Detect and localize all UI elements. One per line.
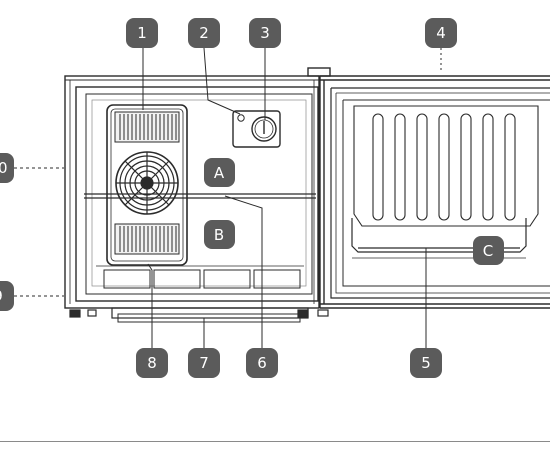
- cooling-unit-outer: [106, 104, 188, 266]
- cooling-unit: [106, 104, 188, 266]
- crisper-4: [253, 269, 301, 289]
- door-slots: [372, 113, 516, 221]
- door-liner: [342, 99, 550, 287]
- callout-3-label: 3: [260, 24, 270, 42]
- callout-1-label: 1: [137, 24, 147, 42]
- callout-4-label: 4: [436, 24, 446, 42]
- foot-left: [69, 309, 81, 318]
- crisper-2: [153, 269, 201, 289]
- base-plinth: [111, 307, 309, 319]
- callout-b: B: [204, 220, 235, 249]
- callout-10: 10: [0, 153, 14, 183]
- callout-c-label: C: [483, 242, 493, 260]
- callout-7-label: 7: [199, 354, 209, 372]
- callout-9: 9: [0, 281, 14, 311]
- callout-8: 8: [136, 348, 168, 378]
- cooling-unit-inner: [110, 108, 184, 262]
- callout-2: 2: [188, 18, 220, 48]
- callout-5: 5: [410, 348, 442, 378]
- leader-6: [224, 195, 263, 348]
- control-panel: [232, 110, 281, 148]
- door-gasket: [330, 87, 550, 299]
- callout-2-label: 2: [199, 24, 209, 42]
- leader-8: [147, 263, 153, 348]
- callout-c: C: [473, 236, 504, 265]
- cabinet-frame: [75, 86, 319, 302]
- callout-1: 1: [126, 18, 158, 48]
- callout-8-label: 8: [147, 354, 157, 372]
- callout-5-label: 5: [421, 354, 431, 372]
- callout-3: 3: [249, 18, 281, 48]
- foot-left-2: [87, 309, 97, 317]
- interior-light-icon: [237, 114, 245, 122]
- foot-right: [297, 309, 309, 318]
- callout-9-label: 9: [0, 287, 3, 305]
- thermostat-dial-icon: [251, 116, 277, 142]
- callout-7: 7: [188, 348, 220, 378]
- foot-right-2: [317, 309, 329, 317]
- callout-b-label: B: [214, 226, 224, 244]
- cabinet-outer: [64, 75, 320, 309]
- cabinet-inner-liner-2: [91, 99, 307, 287]
- door-gasket-inner: [335, 92, 550, 294]
- callout-6: 6: [246, 348, 278, 378]
- callout-4: 4: [425, 18, 457, 48]
- drip-tray: [117, 313, 301, 323]
- cabinet-base: [69, 307, 329, 323]
- crisper-1: [103, 269, 151, 289]
- door: [307, 67, 550, 309]
- callout-a-label: A: [214, 164, 225, 182]
- leader-2: [203, 47, 241, 115]
- page-divider: [0, 441, 550, 442]
- door-raised-panel: [353, 105, 539, 227]
- door-hinge-top: [307, 67, 331, 77]
- crisper-3: [203, 269, 251, 289]
- callout-a: A: [204, 158, 235, 187]
- callout-10-label: 10: [0, 159, 8, 177]
- callout-6-label: 6: [257, 354, 267, 372]
- leader-lines: [14, 47, 442, 348]
- cabinet: [64, 75, 320, 309]
- bottom-fins: [114, 223, 180, 255]
- control-panel-housing: [232, 110, 281, 148]
- fan-icon: [115, 151, 179, 215]
- top-fins: [114, 111, 180, 143]
- crisper-compartments: [96, 265, 304, 289]
